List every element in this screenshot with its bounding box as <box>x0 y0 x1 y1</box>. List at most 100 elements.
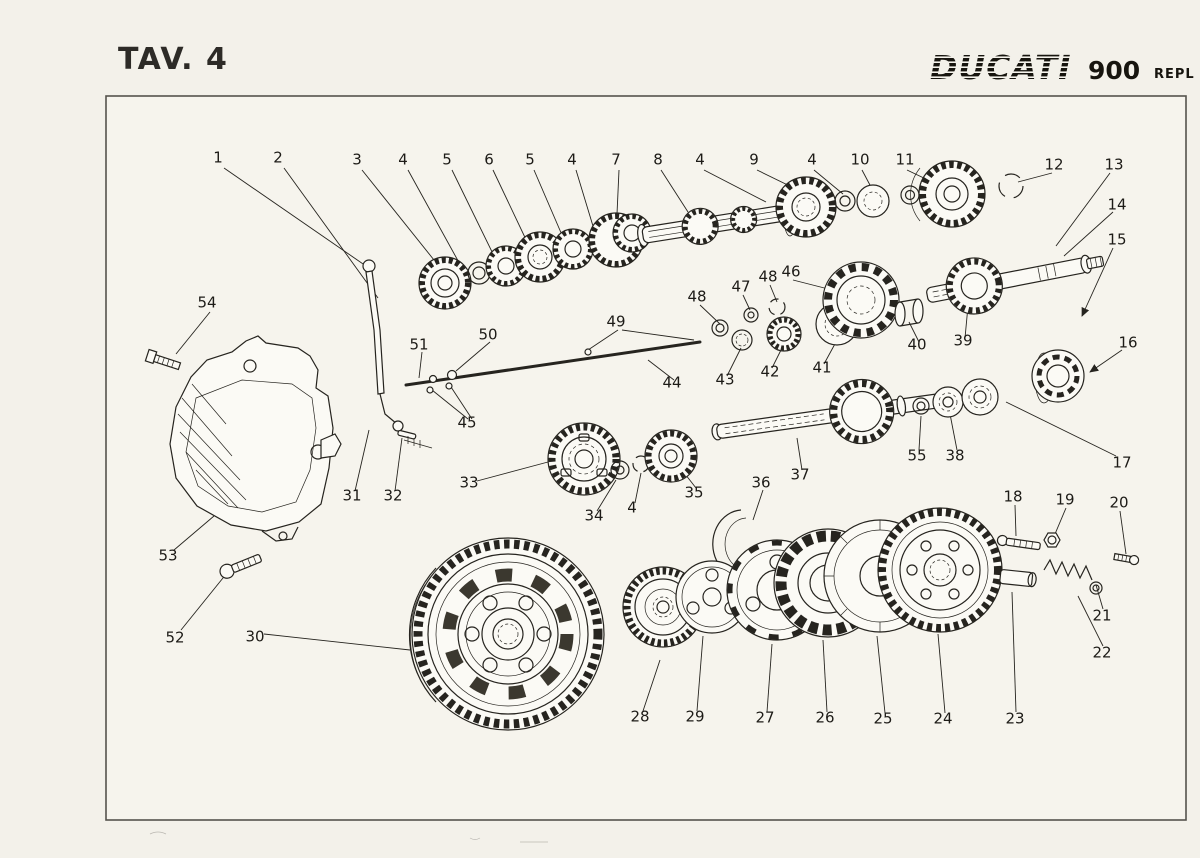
part-callout-5: 5 <box>442 150 452 169</box>
part-callout-22: 22 <box>1092 643 1112 662</box>
output-shaft-39 <box>926 254 1105 315</box>
part-callout-35: 35 <box>684 483 704 502</box>
plate-title: TAV. 4 <box>118 42 229 77</box>
part-callout-27: 27 <box>755 708 775 727</box>
selector-rod-assembly <box>404 340 702 394</box>
part-callout-4: 4 <box>627 498 637 517</box>
part-callout-15: 15 <box>1107 230 1127 249</box>
spring-washer-21 <box>1089 581 1103 595</box>
circlip-48b <box>768 298 786 316</box>
part-callout-28: 28 <box>630 707 650 726</box>
washer-34 <box>610 460 630 480</box>
part-callout-44: 44 <box>662 373 682 392</box>
gear-42 <box>766 316 802 352</box>
part-callout-32: 32 <box>383 486 403 505</box>
circlip-12 <box>998 173 1024 199</box>
part-callout-4: 4 <box>695 150 705 169</box>
model-suffix: REPL <box>1154 67 1195 82</box>
part-callout-39: 39 <box>953 331 973 350</box>
part-callout-31: 31 <box>342 486 362 505</box>
part-callout-7: 7 <box>611 150 621 169</box>
part-callout-2: 2 <box>273 148 283 167</box>
part-callout-4: 4 <box>567 150 577 169</box>
clutch-hardware <box>996 532 1140 595</box>
part-callout-42: 42 <box>760 362 780 381</box>
part-callout-9: 9 <box>749 150 759 169</box>
part-callout-33: 33 <box>459 473 479 492</box>
lower-layshaft-assembly <box>711 349 1085 445</box>
bolt-52 <box>219 554 262 579</box>
part-callout-11: 11 <box>895 150 915 169</box>
part-callout-55: 55 <box>907 446 927 465</box>
part-callout-34: 34 <box>584 506 604 525</box>
part-callout-46: 46 <box>781 262 801 281</box>
part-callout-48: 48 <box>758 267 778 286</box>
sprocket-46 <box>822 261 900 339</box>
clutch-spring-22 <box>1043 558 1093 581</box>
washer-47 <box>743 307 759 323</box>
gear-9 <box>775 176 837 238</box>
part-callout-5: 5 <box>525 150 535 169</box>
scan-marks <box>149 831 548 843</box>
layshaft-37 <box>711 378 956 445</box>
roller-bearing-16 <box>1031 349 1085 404</box>
model-number: 900 <box>1088 56 1140 85</box>
part-callout-51: 51 <box>409 335 429 354</box>
part-callout-12: 12 <box>1044 155 1064 174</box>
part-callout-17: 17 <box>1112 453 1132 472</box>
part-callout-16: 16 <box>1118 333 1138 352</box>
part-callout-37: 37 <box>790 465 810 484</box>
pressure-plate-24 <box>877 507 1003 633</box>
part-callout-4: 4 <box>807 150 817 169</box>
part-callout-49: 49 <box>606 312 626 331</box>
nut-19 <box>1043 532 1061 548</box>
washer-55 <box>912 397 930 415</box>
part-callout-21: 21 <box>1092 606 1112 625</box>
part-callout-18: 18 <box>1003 487 1023 506</box>
primary-gear <box>910 160 986 228</box>
part-callout-23: 23 <box>1005 709 1025 728</box>
part-callout-26: 26 <box>815 708 835 727</box>
part-callout-1: 1 <box>213 148 223 167</box>
part-callout-52: 52 <box>165 628 185 647</box>
sliding-gear-group <box>547 422 768 579</box>
part-callout-47: 47 <box>731 277 751 296</box>
washer-4d <box>834 190 856 212</box>
spacer-tube-23 <box>999 569 1037 588</box>
part-callout-36: 36 <box>751 473 771 492</box>
part-callout-54: 54 <box>197 293 217 312</box>
part-callout-24: 24 <box>933 709 953 728</box>
clutch-assembly <box>408 507 1003 731</box>
spacer-40 <box>894 298 924 327</box>
engine-side-cover <box>169 335 342 542</box>
ring-48a <box>711 319 729 337</box>
part-callout-25: 25 <box>873 709 893 728</box>
part-callout-45: 45 <box>457 413 477 432</box>
sliding-gear-33 <box>547 422 621 496</box>
gear-3 <box>418 256 472 310</box>
part-callout-3: 3 <box>352 150 362 169</box>
part-callout-29: 29 <box>685 707 705 726</box>
part-callout-10: 10 <box>850 150 870 169</box>
bearing-race <box>961 378 999 416</box>
screw-54 <box>144 348 182 371</box>
gear-35 <box>644 429 698 483</box>
part-callout-14: 14 <box>1107 195 1127 214</box>
washer-set-43 <box>731 329 753 351</box>
screw-20 <box>1113 552 1140 566</box>
part-callout-6: 6 <box>484 150 494 169</box>
part-callout-38: 38 <box>945 446 965 465</box>
part-callout-20: 20 <box>1109 493 1129 512</box>
bolt-18 <box>996 534 1041 551</box>
part-callout-8: 8 <box>653 150 663 169</box>
part-callout-43: 43 <box>715 370 735 389</box>
part-callout-41: 41 <box>812 358 832 377</box>
part-callout-30: 30 <box>245 627 265 646</box>
part-callout-19: 19 <box>1055 490 1075 509</box>
mainshaft-gear-train <box>418 160 1024 310</box>
part-callout-50: 50 <box>478 325 498 344</box>
part-callout-4: 4 <box>398 150 408 169</box>
